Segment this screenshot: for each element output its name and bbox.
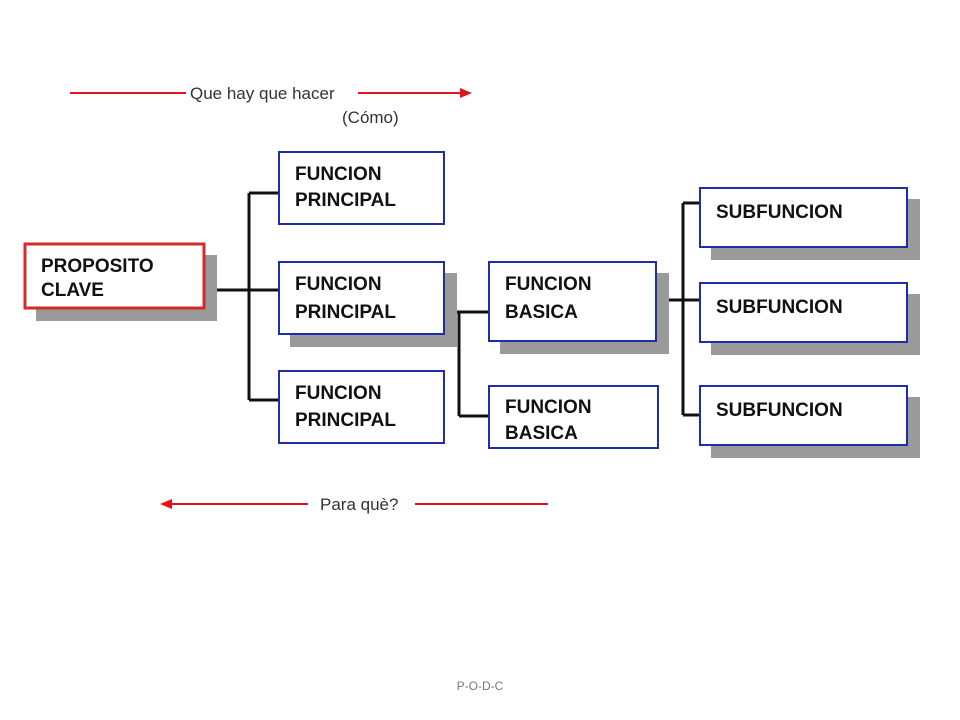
node-box	[278, 261, 445, 335]
node-subfuncion-2: SUBFUNCION	[699, 282, 920, 355]
node-box	[278, 370, 445, 444]
node-line-2: BASICA	[505, 423, 578, 444]
node-line-1: PROPOSITO	[41, 256, 154, 277]
node-subfuncion-3: SUBFUNCION	[699, 385, 920, 458]
node-box	[699, 282, 908, 343]
node-line-2: BASICA	[505, 302, 578, 323]
node-line-2: PRINCIPAL	[295, 190, 396, 211]
node-box	[699, 187, 908, 248]
node-line-1: FUNCION	[295, 164, 382, 185]
node-box	[488, 385, 659, 449]
node-line-1: FUNCION	[505, 397, 592, 418]
node-line-1: FUNCION	[505, 274, 592, 295]
node-box	[699, 385, 908, 446]
bottom-arrow: Para què?	[160, 495, 548, 514]
node-line-2: CLAVE	[41, 280, 104, 301]
top-arrow-sublabel: (Cómo)	[342, 108, 399, 127]
node-funcion-principal-2: FUNCION PRINCIPAL	[278, 261, 457, 347]
node-proposito-clave: PROPOSITO CLAVE	[23, 242, 217, 321]
node-box	[278, 151, 445, 225]
node-line-1: SUBFUNCION	[716, 297, 843, 318]
node-line-2: PRINCIPAL	[295, 410, 396, 431]
node-funcion-principal-3: FUNCION PRINCIPAL	[278, 370, 445, 444]
node-funcion-basica-2: FUNCION BASICA	[488, 385, 659, 449]
node-funcion-principal-1: FUNCION PRINCIPAL	[278, 151, 445, 225]
node-subfuncion-1: SUBFUNCION	[699, 187, 920, 260]
top-arrow-label: Que hay que hacer	[190, 84, 335, 103]
footer-label: P-O-D-C	[456, 679, 504, 693]
node-line-1: SUBFUNCION	[716, 400, 843, 421]
node-line-1: FUNCION	[295, 274, 382, 295]
node-box	[23, 242, 206, 310]
node-line-1: SUBFUNCION	[716, 202, 843, 223]
top-arrow: Que hay que hacer (Cómo)	[70, 84, 472, 127]
node-line-1: FUNCION	[295, 383, 382, 404]
node-line-2: PRINCIPAL	[295, 302, 396, 323]
bottom-arrow-label: Para què?	[320, 495, 398, 514]
node-funcion-basica-1: FUNCION BASICA	[488, 261, 669, 354]
node-box	[488, 261, 657, 342]
